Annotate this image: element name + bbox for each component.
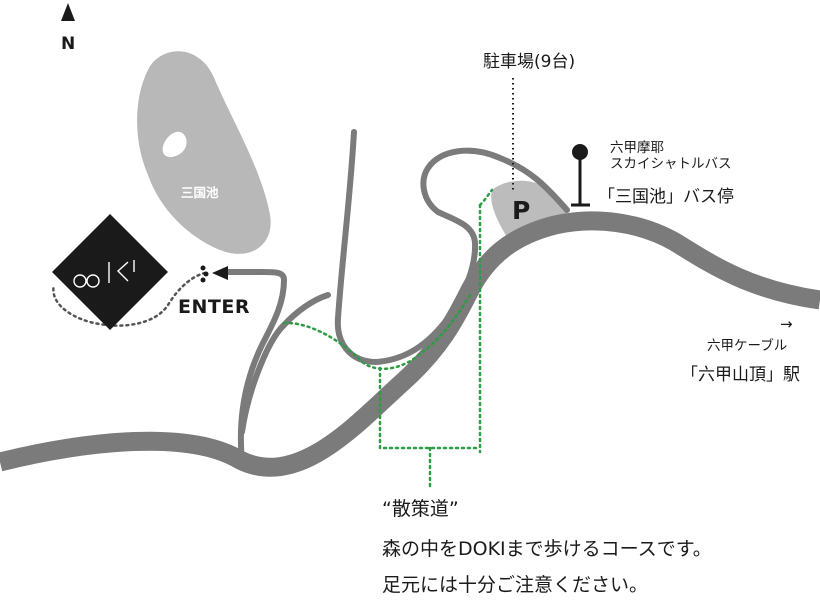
pond-label: 三国池 [181,185,219,200]
walk-path-upper [282,293,472,370]
bus-line-name: 六甲摩耶 [610,140,664,156]
bus-line-label: 六甲摩耶 スカイシャトルバス [610,140,732,172]
north-arrow-icon [61,3,75,21]
parking-label: 駐車場(9台) [483,52,576,72]
pond-shape [137,51,271,254]
road-side-branch [239,292,331,435]
doki-logo [52,214,168,330]
station-label: 「六甲山頂」駅 [681,365,800,385]
doki-logo-mark [73,260,135,288]
bus-line-type: スカイシャトルバス [610,156,732,173]
walk-description-line2: 足元には十分ご注意ください。 [382,574,649,596]
walk-path-connector [478,188,494,207]
north-label: N [61,34,76,54]
road-side-left [222,269,287,465]
direction-arrow: → [780,315,793,333]
walk-description-line1: 森の中をDOKIまで歩けるコースです。 [382,538,712,560]
pond-island [162,131,187,158]
walk-title: “散策道” [382,498,459,520]
walk-path-box [378,366,482,450]
enter-arrow-icon [212,266,228,280]
enter-dot-icon [203,271,209,277]
enter-dot-icon [200,265,206,271]
parking-symbol: P [512,196,531,225]
bus-stop-icon [572,144,588,160]
cable-line-label: 六甲ケーブル [707,338,788,354]
enter-dot-icon [200,277,206,283]
bus-stop-label: 「三国池」バス停 [598,187,734,207]
road-side-vertical [334,129,570,365]
enter-label: ENTER [178,296,250,318]
enter-path [52,271,207,327]
